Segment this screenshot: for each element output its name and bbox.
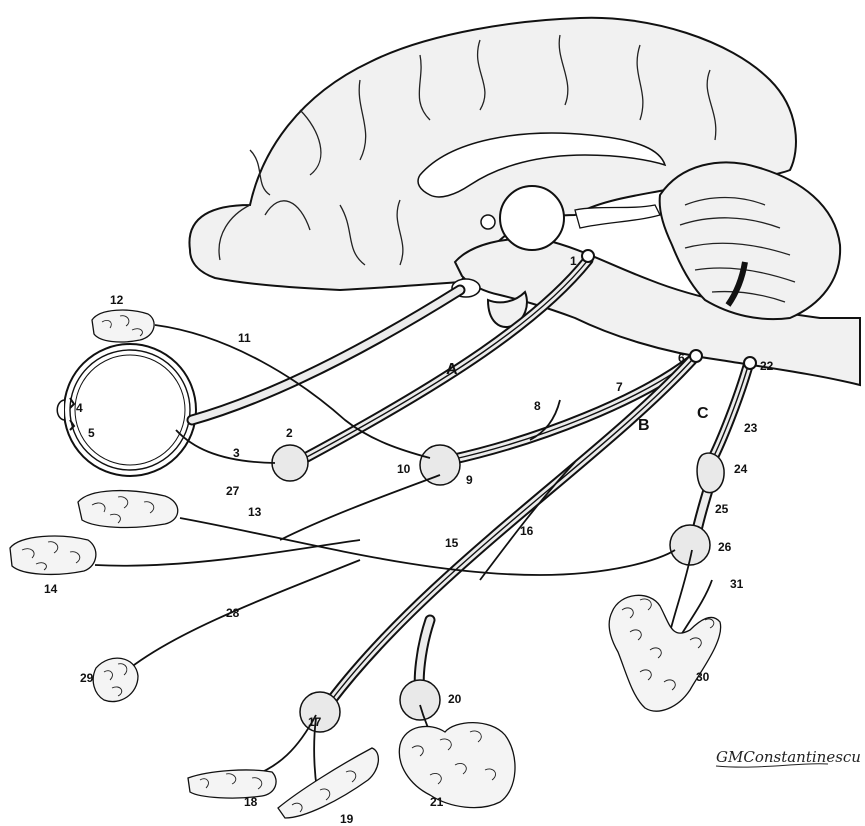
label-23: 23 — [744, 421, 758, 435]
label-21: 21 — [430, 795, 444, 809]
label-1: 1 — [570, 254, 577, 268]
label-28: 28 — [226, 606, 240, 620]
label-12: 12 — [110, 293, 124, 307]
gland-27 — [78, 491, 178, 528]
label-27: 27 — [226, 484, 240, 498]
label-19: 19 — [340, 812, 354, 826]
label-8: 8 — [534, 399, 541, 413]
label-4: 4 — [76, 401, 83, 415]
label-14: 14 — [44, 582, 58, 596]
gland-30 — [609, 595, 721, 711]
ganglion-2 — [272, 445, 308, 481]
nucleus-22 — [744, 357, 756, 369]
label-31: 31 — [730, 577, 744, 591]
pathway-label-a: A — [446, 361, 458, 378]
label-11: 11 — [238, 331, 251, 345]
label-24: 24 — [734, 462, 748, 476]
label-22: 22 — [760, 359, 774, 373]
gland-21 — [399, 723, 515, 808]
label-16: 16 — [520, 524, 534, 538]
anterior-commissure — [481, 215, 495, 229]
label-6: 6 — [678, 351, 685, 365]
label-2: 2 — [286, 426, 293, 440]
label-9: 9 — [466, 473, 473, 487]
brain-sagittal-section — [189, 18, 860, 385]
label-18: 18 — [244, 795, 258, 809]
ganglion-24 — [697, 453, 724, 492]
label-25: 25 — [715, 502, 729, 516]
label-10: 10 — [397, 462, 411, 476]
nucleus-6 — [690, 350, 702, 362]
ganglion-20 — [400, 680, 440, 720]
cornea — [57, 400, 64, 420]
label-17: 17 — [308, 715, 322, 729]
pathway-label-b: B — [638, 417, 650, 434]
label-13: 13 — [248, 505, 262, 519]
label-15: 15 — [445, 536, 459, 550]
nucleus-1 — [582, 250, 594, 262]
gland-19 — [278, 748, 378, 818]
pathway-label-c: C — [697, 405, 709, 422]
gland-29 — [93, 658, 138, 701]
thalamus — [500, 186, 564, 250]
label-26: 26 — [718, 540, 732, 554]
label-29: 29 — [80, 671, 94, 685]
aqueduct — [575, 205, 660, 228]
label-30: 30 — [696, 670, 710, 684]
label-20: 20 — [448, 692, 462, 706]
ganglion-10 — [420, 445, 460, 485]
label-7: 7 — [616, 380, 623, 394]
label-5: 5 — [88, 426, 95, 440]
gland-12 — [92, 310, 154, 342]
label-3: 3 — [233, 446, 240, 460]
artist-signature: GMConstantinescu — [716, 748, 861, 766]
